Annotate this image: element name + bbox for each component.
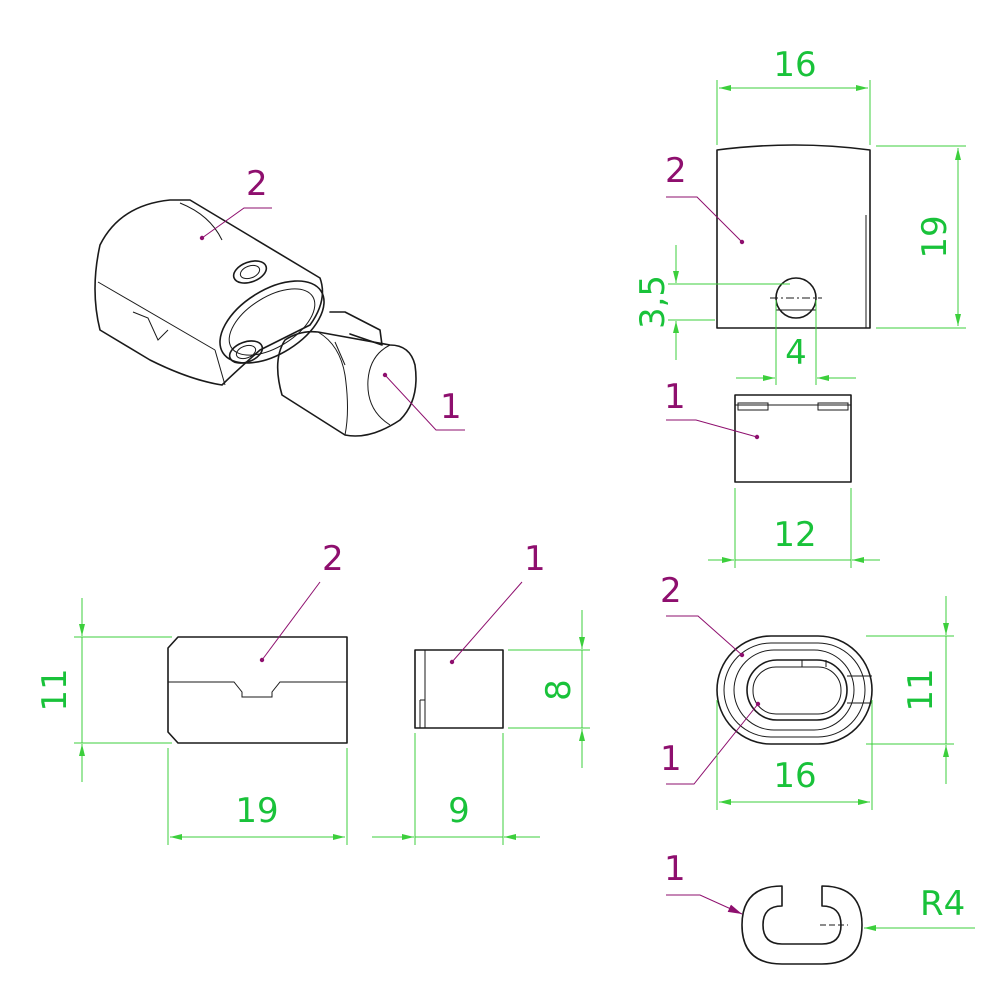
top-label-part1: 1 [664,377,686,417]
dim-clip-radius: R4 [920,884,965,924]
side-view-part-2: 2 11 19 [35,539,348,845]
dim-insert-length: 9 [448,791,470,831]
dim-end-height: 11 [901,668,941,711]
dim-top-width: 16 [773,45,816,85]
isometric-part-2 [94,199,325,386]
top-label-part2: 2 [665,151,687,191]
dim-hole-offset: 3,5 [633,275,673,329]
dim-side-length: 19 [235,791,278,831]
top-part-2 [716,144,871,329]
clip-view: 1 R4 [664,849,975,965]
end-label-part2: 2 [660,571,682,611]
clip-label-part1: 1 [664,849,686,889]
dim-hole-width: 4 [785,333,807,373]
top-view: 2 1 16 19 3,5 4 12 [633,45,966,568]
side-view-part-1: 1 8 9 [372,539,590,845]
side-label-part2: 2 [322,539,344,579]
iso-label-part2: 2 [246,164,268,204]
end-view: 2 1 11 16 [660,571,954,810]
isometric-part-1 [276,311,417,437]
dim-top-height: 19 [915,215,955,258]
dim-end-width: 16 [773,756,816,796]
dim-insert-width: 12 [773,515,816,555]
iso-label-part1: 1 [440,387,462,427]
dim-insert-height: 8 [539,679,579,701]
isometric-view: 2 1 [94,164,465,437]
top-part-1 [734,394,852,483]
end-label-part1: 1 [660,739,682,779]
side-label-part1: 1 [524,539,546,579]
dim-side-height: 11 [35,668,75,711]
